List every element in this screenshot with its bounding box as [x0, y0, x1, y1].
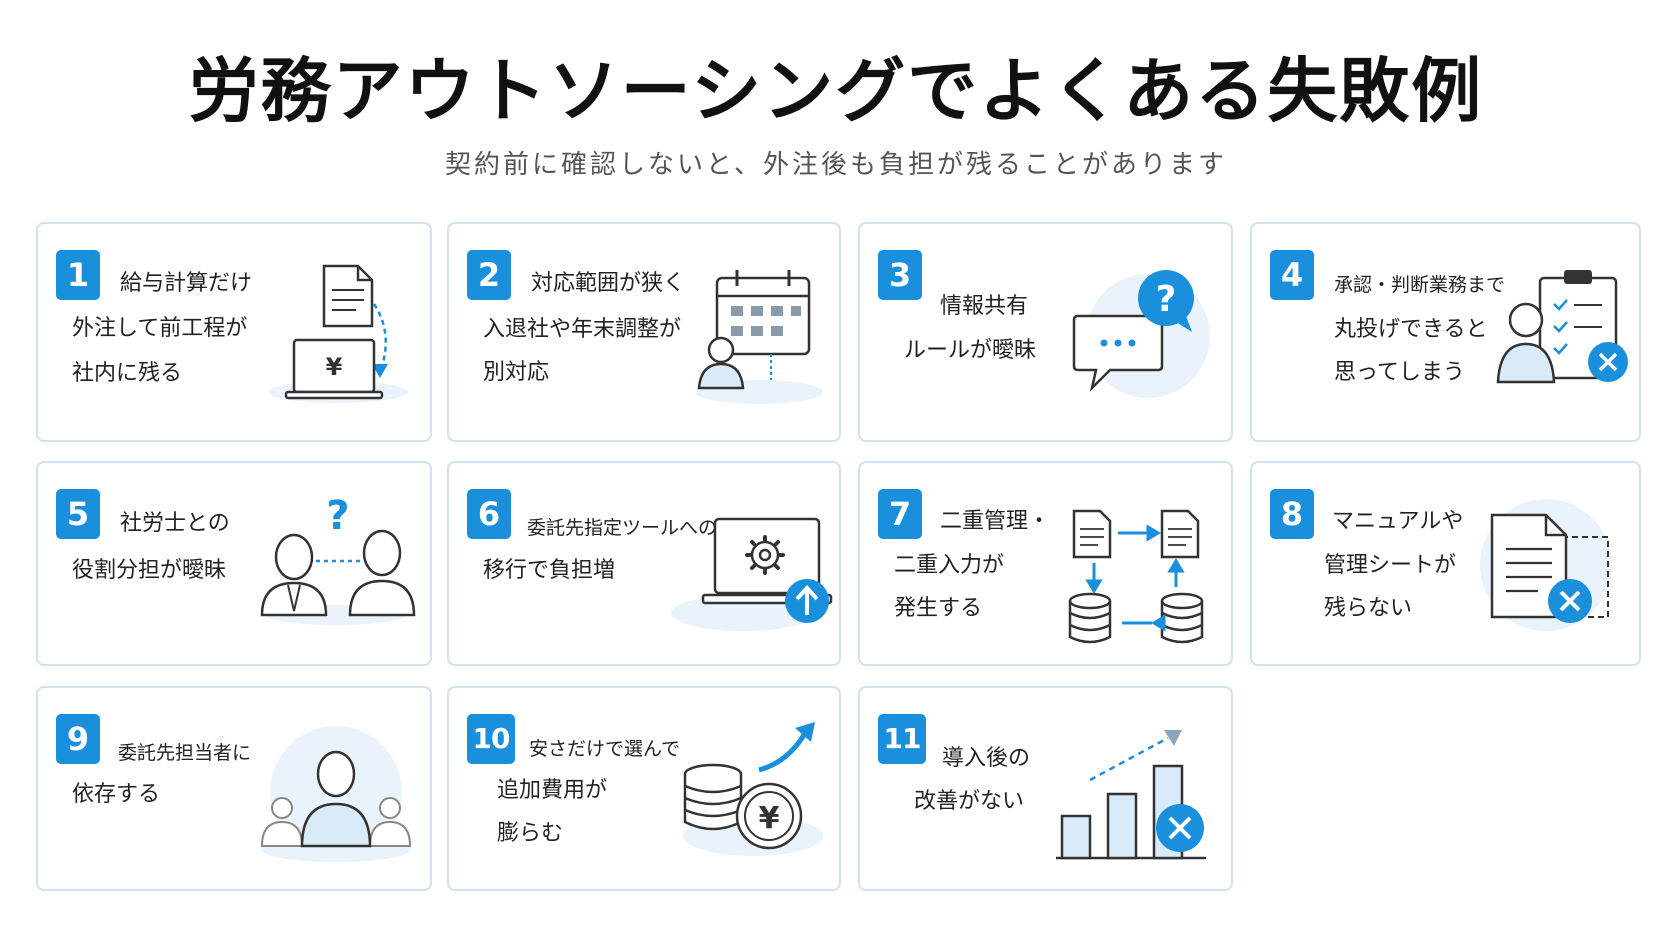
card-number-badge: 1	[56, 250, 100, 300]
card-text-line: 管理シートが	[1324, 553, 1457, 578]
failure-card-2: 2 対応範囲が狭く 入退社や年末調整が 別対応	[447, 222, 841, 442]
card-number-badge: 6	[467, 489, 511, 539]
card-number-badge: 5	[56, 489, 100, 539]
document-x-icon	[1480, 499, 1612, 631]
page-subtitle: 契約前に確認しないと、外注後も負担が残ることがあります	[445, 150, 1227, 180]
failure-card-8: 8 マニュアルや 管理シートが 残らない	[1250, 461, 1641, 666]
card-text-line: 入退社や年末調整が	[483, 317, 682, 342]
failure-card-11: 11 導入後の 改善がない	[858, 686, 1233, 891]
card-text-line: 外注して前工程が	[72, 316, 248, 341]
card-number-badge: 8	[1270, 489, 1314, 539]
card-text-line: 情報共有	[940, 294, 1029, 319]
card-text-line: 移行で負担増	[483, 558, 616, 583]
card-text-line: 丸投げできると	[1334, 317, 1488, 342]
card-text-line: ルールが曖昧	[904, 338, 1037, 363]
failure-card-1: 1 給与計算だけ 外注して前工程が 社内に残る ¥	[36, 222, 432, 442]
card-number-badge: 11	[878, 714, 926, 764]
two-people-question-icon: ?	[260, 493, 416, 625]
single-person-dependency-icon	[260, 726, 412, 862]
failure-card-4: 4 承認・判断業務まで 丸投げできると 思ってしまう	[1250, 222, 1641, 442]
card-text-line: 追加費用が	[497, 778, 608, 803]
failure-card-3: 3 情報共有 ルールが曖昧 ?	[858, 222, 1233, 442]
card-text-line: マニュアルや	[1332, 509, 1464, 534]
card-text-line: 発生する	[894, 596, 983, 621]
laptop-gear-upload-icon	[671, 517, 833, 631]
svg-text:¥: ¥	[326, 353, 343, 381]
calendar-person-icon	[695, 270, 823, 404]
card-number-badge: 7	[878, 489, 922, 539]
card-text-line: 思ってしまう	[1334, 360, 1465, 385]
card-text-line: 社労士との	[120, 511, 230, 536]
card-text-line: 役割分担が曖昧	[72, 558, 227, 583]
svg-text:?: ?	[326, 493, 349, 539]
svg-text:¥: ¥	[759, 801, 780, 836]
card-text-line: 承認・判断業務まで	[1334, 274, 1506, 296]
card-text-line: 安さだけで選んで	[529, 738, 681, 760]
failure-card-6: 6 委託先指定ツールへの 移行で負担増	[447, 461, 841, 666]
card-text-line: 依存する	[72, 782, 161, 807]
card-text-line: 導入後の	[942, 746, 1031, 771]
card-text-line: 社内に残る	[72, 361, 183, 386]
speech-bubble-question-icon: ?	[1072, 270, 1210, 398]
card-number-badge: 10	[467, 714, 515, 764]
card-number-badge: 9	[56, 714, 100, 764]
card-text-line: 改善がない	[914, 789, 1025, 814]
card-number-badge: 3	[878, 250, 922, 300]
person-clipboard-x-icon	[1496, 270, 1628, 384]
coins-yen-arrow-icon: ¥	[683, 722, 823, 856]
failure-card-10: 10 安さだけで選んで 追加費用が 膨らむ ¥	[447, 686, 841, 891]
failure-card-9: 9 委託先担当者に 依存する	[36, 686, 432, 891]
bar-chart-x-icon	[1056, 730, 1206, 860]
card-text-line: 対応範囲が狭く	[531, 271, 686, 296]
card-text-line: 別対応	[483, 360, 550, 385]
card-text-line: 膨らむ	[497, 821, 564, 846]
card-text-line: 給与計算だけ	[120, 271, 253, 296]
card-number-badge: 2	[467, 250, 511, 300]
card-number-badge: 4	[1270, 250, 1314, 300]
svg-text:?: ?	[1156, 279, 1177, 320]
card-text-line: 二重入力が	[894, 553, 1005, 578]
laptop-yen-document-icon: ¥	[268, 264, 408, 403]
page-title: 労務アウトソーシングでよくある失敗例	[188, 50, 1484, 132]
card-text-line: 委託先担当者に	[118, 742, 252, 764]
failure-card-7: 7 二重管理・ 二重入力が 発生する	[858, 461, 1233, 666]
failure-card-5: 5 社労士との 役割分担が曖昧 ?	[36, 461, 432, 666]
card-text-line: 残らない	[1324, 596, 1413, 621]
card-text-line: 委託先指定ツールへの	[527, 517, 718, 539]
card-text-line: 二重管理・	[940, 509, 1051, 534]
documents-databases-cycle-icon	[1068, 509, 1204, 644]
